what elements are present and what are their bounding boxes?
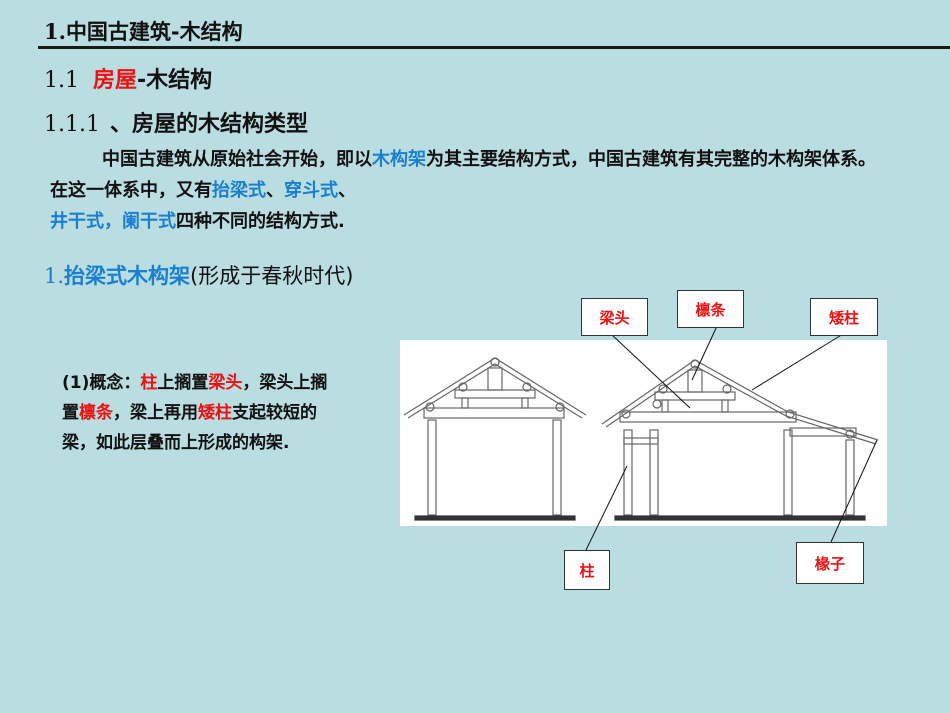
concept-term: 矮柱 xyxy=(198,403,232,423)
paragraph-text: 、 xyxy=(338,180,356,201)
label-short-column: 矮柱 xyxy=(810,298,878,336)
section-number: 1.1 xyxy=(44,68,79,93)
label-column: 柱 xyxy=(564,550,610,590)
timber-frame-illustration xyxy=(403,357,879,521)
concept-term: 柱 xyxy=(140,373,158,393)
concept-text: (1)概念：柱上搁置梁头，梁头上搁置檩条，梁上再用矮柱支起较短的梁，如此层叠而上… xyxy=(62,368,342,458)
subsection-note: (形成于春秋时代) xyxy=(190,264,354,288)
subsection-number: 1. xyxy=(44,264,65,288)
concept-text-part: 上搁置 xyxy=(157,373,209,393)
paragraph-text: 中国古建筑从原始社会开始，即以 xyxy=(102,149,372,170)
paragraph-highlight: 井干式， xyxy=(50,211,122,232)
paragraph-highlight: 木构架 xyxy=(372,149,426,170)
title-divider xyxy=(38,46,950,49)
label-beam-head: 梁头 xyxy=(581,298,648,336)
concept-text-part: ，梁头上搁置 xyxy=(62,373,328,423)
subsection-title: 抬梁式木构架 xyxy=(64,264,191,288)
title-number: 1. xyxy=(44,19,66,44)
right-frame xyxy=(601,359,879,521)
section-text: -木结构 xyxy=(137,68,213,93)
page-title: 1.中国古建筑-木结构 xyxy=(44,16,243,46)
section-heading-1-1: 1.1 房屋-木结构 xyxy=(44,62,212,94)
title-text: 中国古建筑-木结构 xyxy=(65,20,243,44)
paragraph-text: 为其主要结构方式，中国古建筑有其完整的木构架体系。在这一体系中，又有 xyxy=(50,149,876,201)
section-number: 1.1.1 xyxy=(44,112,100,137)
paragraph-text: 、 xyxy=(266,180,284,201)
concept-term: 梁头 xyxy=(208,373,243,393)
label-rafter: 椽子 xyxy=(796,542,864,584)
concept-prefix: (1)概念： xyxy=(62,373,141,393)
intro-paragraph: 中国古建筑从原始社会开始，即以木构架为其主要结构方式，中国古建筑有其完整的木构架… xyxy=(50,144,880,237)
left-frame xyxy=(403,357,587,521)
section-heading-1-1-1: 1.1.1 、房屋的木结构类型 xyxy=(44,106,308,138)
paragraph-highlight: 穿斗式 xyxy=(284,180,338,201)
paragraph-highlight: 抬梁式 xyxy=(212,180,266,201)
label-purlin: 檩条 xyxy=(677,290,744,328)
section-text: 、房屋的木结构类型 xyxy=(109,112,308,137)
concept-term: 檩条 xyxy=(79,403,113,423)
concept-text-part: 支起较短的梁，如此层叠而上形成的构架. xyxy=(62,403,317,453)
section-highlight: 房屋 xyxy=(93,68,138,93)
concept-text-part: ，梁上再用 xyxy=(113,403,198,423)
paragraph-text: 四种不同的结构方式. xyxy=(176,211,345,232)
paragraph-highlight: 阑干式 xyxy=(122,211,176,232)
subsection-heading: 1.抬梁式木构架(形成于春秋时代) xyxy=(44,260,353,290)
